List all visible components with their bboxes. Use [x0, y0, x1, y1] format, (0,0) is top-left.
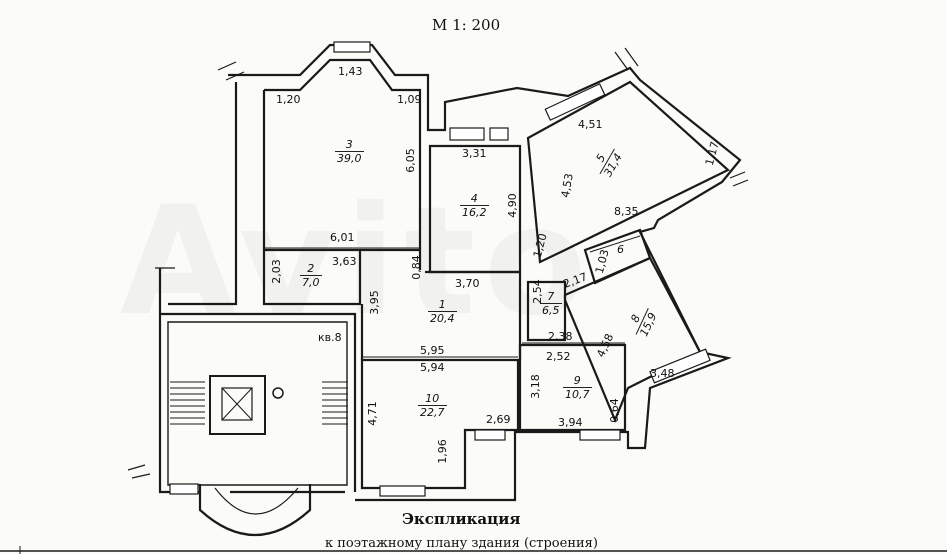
room-2-area: 7,0	[302, 276, 320, 290]
stair-hall-inner	[167, 321, 348, 486]
stairs-right	[322, 381, 348, 425]
watermark: Avito	[120, 175, 595, 349]
dim-label: 5,94	[420, 361, 445, 374]
room-6-wall	[583, 228, 652, 285]
room-9-area: 10,7	[565, 388, 590, 402]
room-7-number: 7	[540, 290, 562, 305]
corridor-wall	[360, 270, 522, 360]
room-1-label: 1 20,4	[428, 298, 457, 325]
entrance-bay	[198, 484, 312, 537]
elevator-car	[221, 387, 253, 421]
window-4	[449, 127, 485, 141]
room-9-number: 9	[563, 374, 592, 389]
room-7-label: 7 6,5	[540, 290, 562, 317]
room-10-number: 10	[418, 392, 447, 407]
scale-label: М 1: 200	[432, 16, 501, 34]
dim-label: 4,90	[505, 193, 519, 218]
dim-label: 2,69	[486, 413, 511, 426]
dim-label: 1,09	[397, 93, 422, 106]
dim-label: 8,35	[614, 205, 639, 218]
dim-label: 4,71	[365, 401, 379, 426]
apartment-outer-wall	[228, 43, 742, 502]
room-10-wall	[360, 358, 520, 490]
room-1-number: 1	[428, 298, 457, 313]
window-4b	[489, 127, 509, 141]
dim-label: 3,18	[528, 374, 542, 399]
apartment-inner-wall	[168, 58, 422, 306]
riser-icon	[272, 387, 284, 399]
dim-label: 1,43	[338, 65, 363, 78]
room-10-label: 10 22,7	[418, 392, 447, 419]
window-bay	[333, 41, 371, 53]
room-7-wall	[526, 280, 567, 342]
room-4-label: 4 16,2	[460, 192, 489, 219]
dim-label: 3,48	[650, 367, 675, 380]
room-6-number: 6	[617, 243, 624, 256]
room-4-number: 4	[460, 192, 489, 207]
dim-label: 0,64	[607, 398, 621, 423]
explication-subtitle: к поэтажному плану здания (строения)	[325, 536, 598, 551]
window-entry	[474, 429, 506, 441]
room-7-area: 6,5	[542, 304, 560, 318]
window-5	[544, 83, 606, 121]
room-3-label: 3 39,0	[335, 138, 364, 165]
dim-label: 2,03	[269, 259, 283, 284]
room-4-area: 16,2	[462, 206, 487, 220]
room-9-label: 9 10,7	[563, 374, 592, 401]
room-5-wall	[526, 80, 730, 264]
dim-label: 3,94	[558, 416, 583, 429]
window-stair	[169, 483, 199, 495]
room-1-area: 20,4	[430, 312, 455, 326]
room-10-area: 22,7	[420, 406, 445, 420]
window-10	[379, 485, 426, 497]
dim-label: 0,84	[409, 255, 423, 280]
dim-label: 1,96	[435, 439, 449, 464]
window-9	[579, 429, 621, 441]
room-2-label: 2 7,0	[300, 262, 322, 289]
room-3-number: 3	[335, 138, 364, 153]
dim-label: 4,51	[578, 118, 603, 131]
dim-label: 3,70	[455, 277, 480, 290]
dim-label: 6,01	[330, 231, 355, 244]
stairs-left	[170, 381, 205, 425]
dim-label: 5,95	[420, 344, 445, 357]
dim-label: 3,95	[367, 290, 381, 315]
dim-label: 3,63	[332, 255, 357, 268]
room-2-number: 2	[300, 262, 322, 277]
stair-hall-wall	[158, 268, 357, 494]
dim-label: 6,05	[403, 148, 417, 173]
dim-label: 3,31	[462, 147, 487, 160]
window-8	[649, 348, 711, 384]
dim-label: 2,52	[546, 350, 571, 363]
room-3-area: 39,0	[337, 152, 362, 166]
dim-label: 1,20	[276, 93, 301, 106]
dim-label: 2,38	[548, 330, 573, 343]
dim-label: 2,54	[530, 279, 544, 304]
elevator-shaft	[209, 375, 266, 435]
room-9-wall	[518, 343, 627, 432]
apartment-mark: кв.8	[318, 331, 342, 344]
explication-title: Экспликация	[402, 510, 521, 528]
